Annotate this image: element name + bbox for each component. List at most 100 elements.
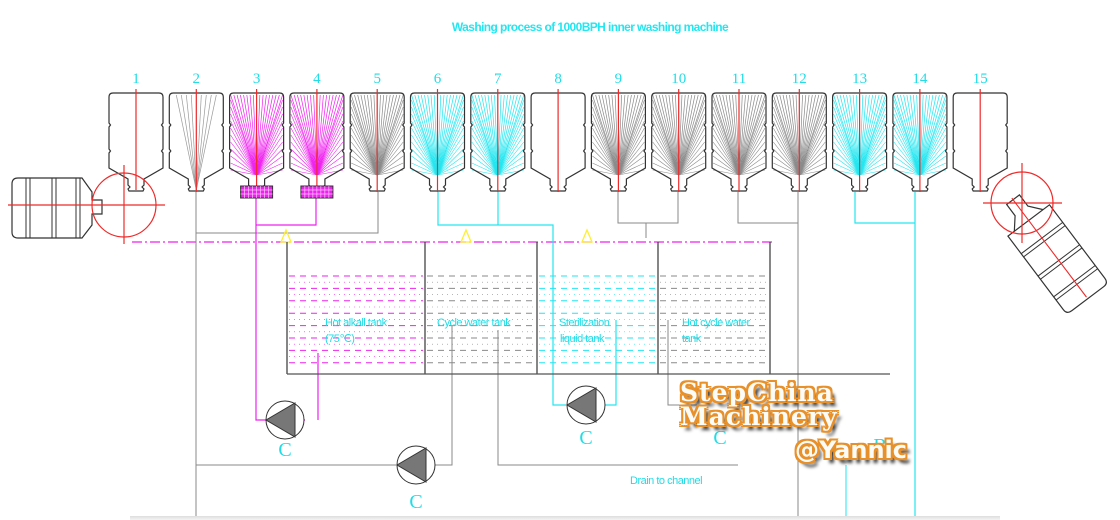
spray-jet <box>437 162 464 176</box>
bottle-station-2: 2 <box>168 71 224 192</box>
spray-jet <box>290 162 318 176</box>
spray-jet <box>909 94 921 176</box>
spray-jet <box>652 106 679 176</box>
cycle-return-pipe <box>435 325 453 466</box>
spray-jet <box>859 94 877 176</box>
spray-jet <box>652 134 679 176</box>
spray-jet <box>833 134 860 176</box>
spray-jet <box>437 106 464 176</box>
spray-jet <box>893 99 921 176</box>
spray-jet <box>652 127 679 176</box>
spray-jet <box>652 162 679 176</box>
spray-jet <box>906 94 921 176</box>
spray-jet <box>256 94 280 176</box>
spray-jet <box>611 94 619 176</box>
spray-jet <box>799 106 826 176</box>
spray-jet <box>437 94 461 176</box>
spray-jet <box>484 94 499 176</box>
sterilize-supply-pipe <box>437 192 566 406</box>
spray-jet <box>618 94 635 176</box>
spray-jet <box>471 113 499 176</box>
bottle-outline <box>530 92 586 192</box>
overflow-marker <box>460 228 472 243</box>
spray-jet <box>351 155 378 176</box>
spray-jet <box>376 141 404 176</box>
spray-jet <box>799 99 826 176</box>
spray-jet <box>678 94 699 176</box>
spray-jet <box>471 155 498 176</box>
spray-jet <box>497 94 508 176</box>
spray-jet <box>233 94 257 176</box>
spray-jet <box>256 155 283 176</box>
spray-jet <box>471 162 498 176</box>
spray-jet <box>712 148 740 176</box>
spray-jet <box>592 155 619 176</box>
spray-jet <box>833 99 860 176</box>
spray-jet <box>376 94 398 176</box>
spray-jet <box>836 94 860 176</box>
spray-jet <box>497 141 525 176</box>
pump-1: C <box>265 400 305 461</box>
drip-line <box>185 94 197 191</box>
discharge-axis <box>1011 197 1087 298</box>
pump-triangle-icon <box>396 447 427 483</box>
spray-jet <box>411 127 438 176</box>
spray-jet <box>256 94 270 176</box>
spray-jet <box>471 120 499 176</box>
bottle-station-13: 13 <box>832 71 888 192</box>
bottle-station-11: 11 <box>711 71 767 192</box>
spray-jet <box>497 94 515 176</box>
spray-jet <box>316 134 344 176</box>
spray-jet <box>316 94 331 176</box>
station-number: 6 <box>434 71 442 87</box>
spray-jet <box>798 94 813 176</box>
spray-jet <box>497 94 512 176</box>
spray-jet <box>859 94 873 176</box>
spray-jet <box>773 106 800 176</box>
spray-jet <box>919 134 947 176</box>
spray-jet <box>859 99 886 176</box>
spray-jet <box>773 134 800 176</box>
spray-jet <box>859 127 886 176</box>
spray-jet <box>316 106 344 176</box>
spray-jet <box>618 141 645 176</box>
spray-jet <box>738 127 766 176</box>
spray-jet <box>732 94 740 176</box>
spray-jet <box>859 162 886 176</box>
spray-jet <box>592 162 619 176</box>
spray-jet <box>893 127 921 176</box>
drain-pipe <box>497 330 738 466</box>
bottle-station-12: 12 <box>771 71 827 192</box>
bottle-station-1: 1 <box>108 71 164 192</box>
spray-jet <box>471 141 499 176</box>
spray-jet <box>411 134 438 176</box>
spray-jet <box>417 94 438 176</box>
spray-jet <box>919 127 947 176</box>
feed-and-discharge <box>8 163 1107 313</box>
spray-jet <box>859 94 880 176</box>
spray-jet <box>919 94 943 176</box>
spray-jet <box>678 162 705 176</box>
spray-jet <box>893 120 921 176</box>
spray-jet <box>919 94 930 176</box>
spray-jet <box>846 94 860 176</box>
spray-jet <box>377 162 404 176</box>
spray-jet <box>773 141 800 176</box>
spray-jet <box>773 99 800 176</box>
spray-jet <box>411 99 438 176</box>
spray-jet <box>310 94 318 176</box>
spray-jet <box>376 127 404 176</box>
spray-jet <box>303 94 318 176</box>
spray-jet <box>497 106 525 176</box>
infeed-bottle <box>8 165 165 244</box>
spray-jet <box>497 94 505 176</box>
spray-jet <box>833 106 860 176</box>
spray-jet <box>437 120 464 176</box>
spray-jet <box>471 134 499 176</box>
spray-jet <box>919 141 947 176</box>
spray-jet <box>236 94 257 176</box>
spray-jet <box>903 94 921 176</box>
spray-jet <box>919 94 940 176</box>
